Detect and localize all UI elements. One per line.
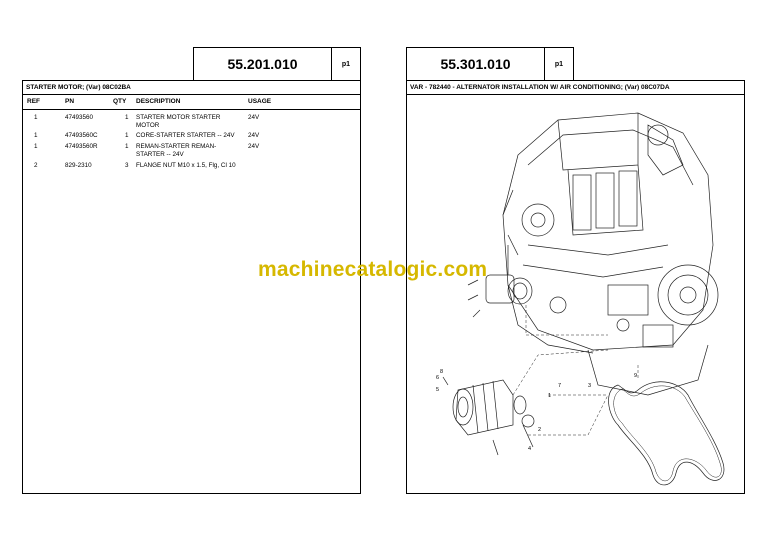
callout-label: 6 <box>436 375 439 381</box>
callout-label: 1 <box>548 393 551 399</box>
header-ref: REF <box>27 98 40 105</box>
section-title: VAR - 782440 - ALTERNATOR INSTALLATION W… <box>407 81 744 95</box>
drive-belt-illustration <box>608 381 725 486</box>
row-pn: 47493560R <box>65 143 98 150</box>
callout-label: 3 <box>588 383 591 389</box>
row-usage: 24V <box>248 114 260 121</box>
parts-list-panel: STARTER MOTOR; (Var) 08C02BA REF PN QTY … <box>22 80 361 494</box>
parts-table-body: 1 47493560 1 STARTER MOTOR STARTER MOTOR… <box>23 114 360 172</box>
alternator-installation-diagram: 1 2 3 4 5 6 7 8 9 <box>436 112 725 486</box>
callout-label: 4 <box>528 446 531 452</box>
row-ref: 1 <box>34 132 38 139</box>
row-description: FLANGE NUT M10 x 1.5, Flg, Cl 10 <box>136 162 236 169</box>
row-ref: 1 <box>34 143 38 150</box>
ac-compressor-illustration <box>467 245 533 318</box>
row-description: CORE-STARTER STARTER -- 24V <box>136 132 235 139</box>
row-qty: 3 <box>125 162 129 169</box>
callout-label: 2 <box>538 427 541 433</box>
row-pn: 829-2310 <box>65 162 92 169</box>
row-ref: 1 <box>34 114 38 121</box>
engine-illustration <box>502 112 719 396</box>
row-qty: 1 <box>125 132 129 139</box>
left-page-number: 55.201.010 <box>193 47 332 81</box>
row-usage: 24V <box>248 132 260 139</box>
header-description: DESCRIPTION <box>136 98 181 105</box>
callouts: 1 2 3 4 5 6 7 8 9 <box>436 369 637 452</box>
row-pn: 47493560 <box>65 114 94 121</box>
table-row: 1 47493560R 1 REMAN-STARTER REMAN-STARTE… <box>23 143 360 162</box>
diagram-panel: VAR - 782440 - ALTERNATOR INSTALLATION W… <box>406 80 745 494</box>
table-header: REF PN QTY DESCRIPTION USAGE <box>23 94 360 110</box>
assembly-lines <box>512 305 639 436</box>
row-qty: 1 <box>125 143 129 150</box>
watermark: machinecatalogic.com <box>258 258 488 281</box>
callout-label: 9 <box>634 373 637 379</box>
row-qty: 1 <box>125 114 129 121</box>
row-ref: 2 <box>34 162 38 169</box>
table-row: 2 829-2310 3 FLANGE NUT M10 x 1.5, Flg, … <box>23 162 360 172</box>
header-qty: QTY <box>113 98 127 105</box>
callout-label: 5 <box>436 387 439 393</box>
row-description: REMAN-STARTER REMAN-STARTER -- 24V <box>136 143 217 158</box>
left-page-label: p1 <box>331 47 361 81</box>
row-pn: 47493560C <box>65 132 98 139</box>
alternator-illustration <box>442 376 535 456</box>
right-page-number: 55.301.010 <box>406 47 545 81</box>
table-row: 1 47493560C 1 CORE-STARTER STARTER -- 24… <box>23 132 360 143</box>
row-usage: 24V <box>248 143 260 150</box>
section-title: STARTER MOTOR; (Var) 08C02BA <box>23 81 360 95</box>
callout-label: 8 <box>440 369 443 375</box>
callout-label: 7 <box>558 383 561 389</box>
row-description: STARTER MOTOR STARTER MOTOR <box>136 114 221 129</box>
table-row: 1 47493560 1 STARTER MOTOR STARTER MOTOR… <box>23 114 360 132</box>
header-usage: USAGE <box>248 98 272 105</box>
right-page-label: p1 <box>544 47 574 81</box>
header-pn: PN <box>65 98 75 105</box>
